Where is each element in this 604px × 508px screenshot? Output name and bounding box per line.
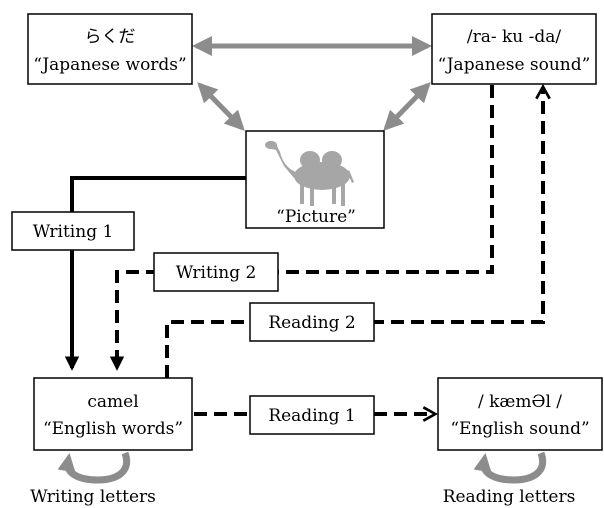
japanese-words-to-picture-arrow bbox=[197, 82, 245, 131]
english-words-caption: “English words” bbox=[43, 419, 183, 439]
english-sound-box: / kæmƏl / “English sound” bbox=[437, 377, 603, 451]
picture-box: “Picture” bbox=[245, 130, 385, 229]
writing-2-path bbox=[109, 85, 494, 371]
writing-letters-caption: Writing letters bbox=[30, 487, 156, 507]
reading-1-label: Reading 1 bbox=[249, 395, 375, 435]
writing-letters-loop bbox=[57, 451, 131, 484]
japanese-sound-caption: “Japanese sound” bbox=[438, 55, 591, 75]
writing-1-label: Writing 1 bbox=[11, 211, 135, 251]
writing-1-text: Writing 1 bbox=[33, 222, 114, 242]
english-sound-text: / kæmƏl / bbox=[478, 392, 562, 412]
writing-2-label: Writing 2 bbox=[153, 252, 279, 292]
japanese-words-text: らくだ bbox=[85, 27, 136, 47]
japanese-sound-text: /ra- ku -da/ bbox=[467, 27, 562, 47]
writing-2-text: Writing 2 bbox=[176, 263, 257, 283]
japanese-words-box: らくだ “Japanese words” bbox=[27, 13, 193, 85]
reading-1-text: Reading 1 bbox=[268, 406, 355, 426]
reading-2-label: Reading 2 bbox=[249, 302, 375, 342]
japanese-sound-to-picture-arrow bbox=[383, 82, 431, 131]
reading-letters-loop bbox=[473, 451, 547, 484]
japanese-sound-box: /ra- ku -da/ “Japanese sound” bbox=[431, 13, 597, 85]
english-words-text: camel bbox=[87, 392, 138, 412]
japanese-words-caption: “Japanese words” bbox=[33, 55, 186, 75]
reading-letters-caption: Reading letters bbox=[443, 487, 576, 507]
english-words-box: camel “English words” bbox=[33, 377, 193, 451]
picture-caption: “Picture” bbox=[276, 207, 356, 227]
gray-connectors bbox=[192, 36, 432, 131]
camel-illustration bbox=[265, 141, 354, 206]
english-sound-caption: “English sound” bbox=[450, 419, 589, 439]
writing-1-path bbox=[64, 176, 246, 371]
reading-2-text: Reading 2 bbox=[268, 313, 355, 333]
